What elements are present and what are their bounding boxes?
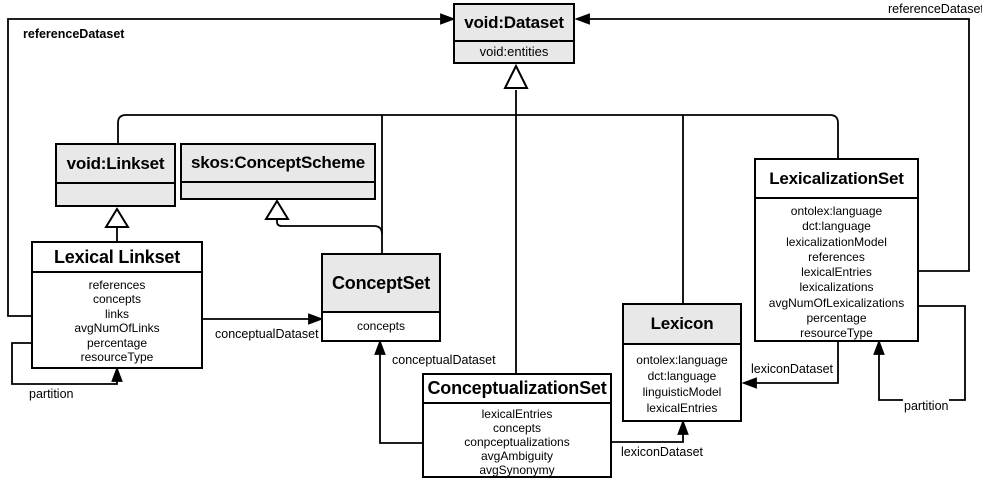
class-attribute: lexicalizationModel xyxy=(786,234,887,249)
edge-lexicon-dataset-bottom xyxy=(612,419,689,443)
class-title: Lexical Linkset xyxy=(53,246,181,267)
generalization-triangle-icon xyxy=(264,199,290,220)
class-attribute: lexicalEntries xyxy=(801,265,872,280)
class-attribute: references xyxy=(808,249,865,264)
class-title: ConceptSet xyxy=(323,255,439,311)
class-attribute: linguisticModel xyxy=(642,385,722,399)
arrowhead-icon xyxy=(308,313,324,325)
class-attribute: links xyxy=(104,306,129,321)
class-attribute: references xyxy=(88,278,146,292)
generalization-triangle-icon xyxy=(503,63,529,89)
class-title: Lexicon xyxy=(624,305,740,343)
edge-label-reference-dataset: referenceDataset xyxy=(22,27,126,41)
class-title: ConceptualizationSet xyxy=(427,378,607,398)
edge-label-lexicon-dataset: lexiconDataset xyxy=(620,445,704,459)
class-box-concept-set[interactable]: ConceptSet concepts xyxy=(321,253,441,342)
edge-conceptual-dataset-left xyxy=(203,313,324,325)
edge-label-conceptual-dataset: conceptualDataset xyxy=(214,327,320,341)
empty-attribute-compartment xyxy=(57,182,174,205)
class-box-skos-concept-scheme[interactable]: skos:ConceptScheme xyxy=(180,143,376,200)
class-title: void:Dataset xyxy=(464,12,564,32)
class-attribute: dct:language xyxy=(647,369,717,383)
edge-label-reference-dataset: referenceDataset xyxy=(887,2,982,16)
class-attribute: lexicalizations xyxy=(799,280,874,295)
class-attribute: lexicalEntries xyxy=(646,401,718,415)
class-attribute: avgAmbiguity xyxy=(480,449,554,463)
arrowhead-icon xyxy=(374,339,386,355)
arrowhead-icon xyxy=(440,13,456,25)
class-box-void-dataset[interactable]: void:Dataset void:entities xyxy=(453,3,575,64)
class-box-lexicalization-set[interactable]: LexicalizationSet ontolex:language dct:l… xyxy=(754,158,919,342)
class-box-lexical-linkset[interactable]: Lexical Linkset references concepts link… xyxy=(31,241,203,369)
arrowhead-icon xyxy=(741,377,757,389)
class-attribute: dct:language xyxy=(802,219,871,234)
class-attribute: concepts xyxy=(356,319,406,334)
class-attribute: avgNumOfLexicalizations xyxy=(768,295,905,310)
class-attribute: ontolex:language xyxy=(790,204,883,218)
class-attribute: avgSynonymy xyxy=(479,463,555,476)
generalization-triangle-icon xyxy=(104,207,130,228)
class-attribute: resourceType xyxy=(800,326,873,340)
class-attribute: lexicalEntries xyxy=(481,407,553,421)
class-attribute: avgNumOfLinks xyxy=(74,321,160,336)
class-box-void-linkset[interactable]: void:Linkset xyxy=(55,143,176,207)
edge-label-partition: partition xyxy=(903,399,950,413)
edge-label-lexicon-dataset: lexiconDataset xyxy=(750,362,834,376)
edge-generalization-lexical-linkset xyxy=(104,207,130,241)
empty-attribute-compartment xyxy=(182,181,374,198)
arrowhead-icon xyxy=(574,13,590,25)
edge-generalization-concept-set xyxy=(264,199,383,235)
arrowhead-icon xyxy=(111,366,123,382)
edge-label-conceptual-dataset: conceptualDataset xyxy=(391,353,497,367)
class-attribute: conpceptualizations xyxy=(464,435,570,449)
class-attribute: resourceType xyxy=(80,350,154,365)
class-box-lexicon[interactable]: Lexicon ontolex:language dct:language li… xyxy=(622,303,742,422)
class-attribute: percentage xyxy=(806,311,867,326)
arrowhead-icon xyxy=(677,419,689,435)
class-attribute: ontolex:language xyxy=(636,353,728,367)
edge-label-partition: partition xyxy=(28,387,75,401)
class-title: LexicalizationSet xyxy=(769,168,904,188)
class-attribute: concepts xyxy=(492,421,542,435)
class-attribute: void:entities xyxy=(479,43,549,59)
class-title: void:Linkset xyxy=(66,153,165,173)
class-attribute: percentage xyxy=(86,335,148,350)
class-box-conceptualization-set[interactable]: ConceptualizationSet lexicalEntries conc… xyxy=(422,373,612,478)
class-title: skos:ConceptScheme xyxy=(190,153,365,172)
class-attribute: concepts xyxy=(92,292,142,307)
arrowhead-icon xyxy=(873,339,885,355)
